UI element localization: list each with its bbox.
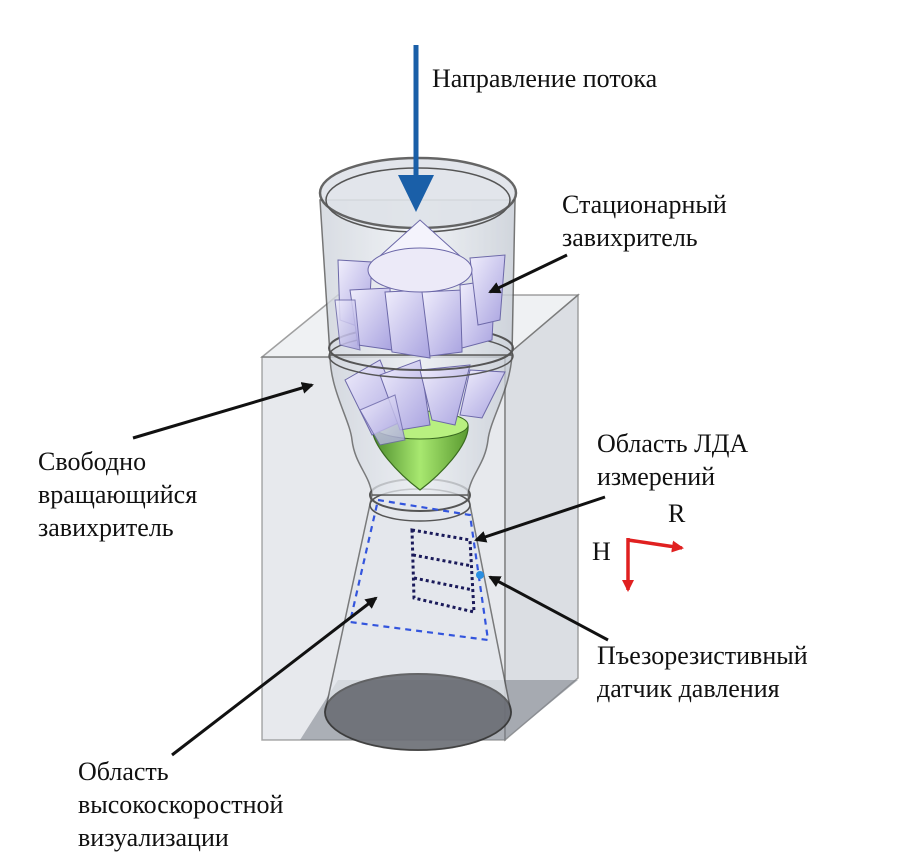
pressure-sensor-point (476, 571, 484, 579)
lda-measurement-grid (410, 528, 476, 614)
label-free-swirler-line1: Свободно (38, 447, 146, 476)
flow-direction-arrow (398, 45, 434, 212)
free-swirler-blades (344, 359, 506, 446)
label-visualization-line2: высокоскоростной (78, 790, 284, 819)
arrow-stationary-swirler (488, 253, 568, 294)
label-lda-region-line2: измерений (597, 462, 715, 491)
stationary-swirler-blades (334, 254, 506, 359)
label-free-swirler-line2: вращающийся (38, 480, 197, 509)
arrow-visualization-region (171, 596, 378, 757)
coordinate-axes (622, 538, 684, 592)
axis-label-h: H (592, 537, 611, 566)
label-pressure-sensor-line1: Пъезорезистивный (597, 641, 808, 670)
label-pressure-sensor-line2: датчик давления (597, 674, 780, 703)
visualization-dashed-region (348, 498, 490, 642)
label-visualization-line1: Область (78, 757, 169, 786)
arrow-pressure-sensor (488, 575, 609, 642)
label-lda-region-line1: Область ЛДА (597, 429, 749, 458)
label-stationary-swirler-line2: завихритель (562, 223, 698, 252)
label-flow-direction: Направление потока (432, 64, 658, 93)
label-free-swirler-line3: завихритель (38, 513, 174, 542)
label-stationary-swirler-line1: Стационарный (562, 190, 727, 219)
axis-label-r: R (668, 499, 686, 528)
diffuser-cone (324, 478, 512, 751)
arrow-lda-region (474, 495, 606, 543)
arrow-free-swirler (132, 382, 314, 440)
label-visualization-line3: визуализации (78, 823, 229, 852)
stationary-swirler-hub (367, 219, 473, 293)
leader-arrows (132, 253, 609, 757)
